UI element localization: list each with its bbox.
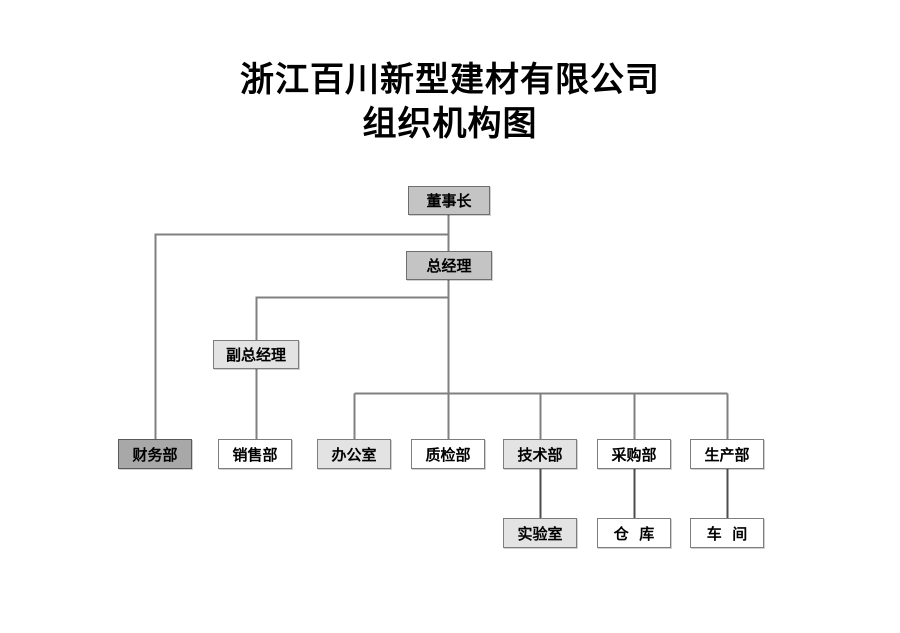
page-title: 浙江百川新型建材有限公司 组织机构图 — [0, 58, 900, 146]
page-title-line-1: 浙江百川新型建材有限公司 — [240, 60, 660, 100]
org-node-label: 车 间 — [706, 524, 748, 543]
org-node-deputy-general-manager[interactable]: 副总经理 — [213, 340, 299, 369]
edge-gm-to-deputy — [255, 296, 449, 340]
org-node-label: 财务部 — [132, 445, 178, 464]
org-node-purchasing-dept[interactable]: 采购部 — [597, 439, 671, 469]
org-node-label: 采购部 — [611, 445, 657, 464]
org-node-label: 总经理 — [426, 257, 472, 275]
org-node-label: 董事长 — [426, 192, 472, 210]
org-node-label: 生产部 — [704, 445, 750, 464]
org-node-label: 实验室 — [517, 524, 563, 543]
org-node-office[interactable]: 办公室 — [317, 439, 391, 469]
org-node-warehouse[interactable]: 仓 库 — [597, 518, 671, 548]
org-node-laboratory[interactable]: 实验室 — [503, 518, 577, 548]
org-node-label: 仓 库 — [613, 524, 655, 543]
org-node-qc-dept[interactable]: 质检部 — [411, 439, 485, 469]
org-node-tech-dept[interactable]: 技术部 — [503, 439, 577, 469]
org-node-chairman[interactable]: 董事长 — [408, 186, 490, 215]
org-node-label: 副总经理 — [225, 346, 286, 364]
edge-chairman-to-finance — [154, 233, 449, 439]
org-node-label: 销售部 — [232, 445, 278, 464]
org-node-label: 质检部 — [425, 445, 471, 464]
page-title-line-2: 组织机构图 — [362, 104, 538, 144]
org-node-label: 办公室 — [331, 445, 377, 464]
org-node-general-manager[interactable]: 总经理 — [406, 251, 492, 280]
org-node-workshop[interactable]: 车 间 — [690, 518, 764, 548]
org-node-label: 技术部 — [517, 445, 563, 464]
org-node-production-dept[interactable]: 生产部 — [690, 439, 764, 469]
org-node-sales-dept[interactable]: 销售部 — [218, 439, 292, 469]
org-node-finance-dept[interactable]: 财务部 — [118, 439, 192, 469]
